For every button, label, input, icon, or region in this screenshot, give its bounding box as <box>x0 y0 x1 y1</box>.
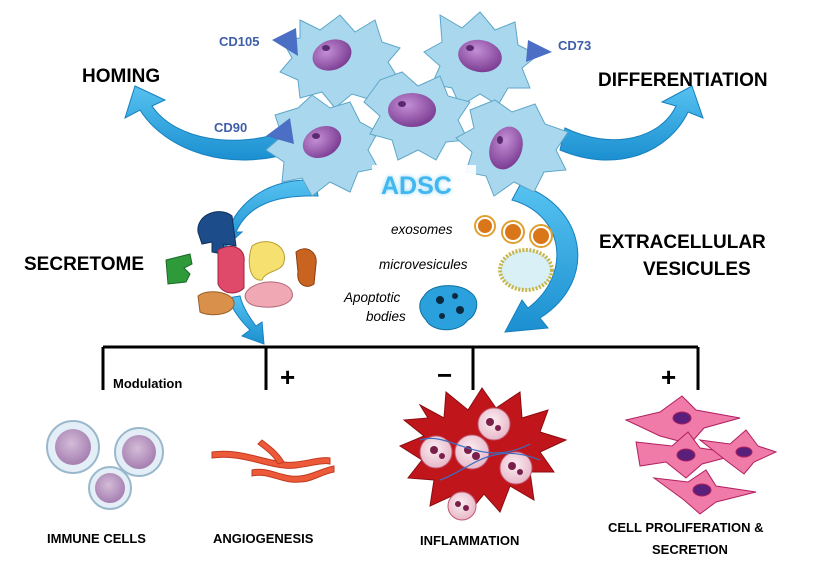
bodies-label: bodies <box>366 309 406 324</box>
differentiation-arrow <box>559 85 704 161</box>
apoptotic-body-icon <box>419 285 478 331</box>
proliferation-sign: + <box>661 362 677 392</box>
stem-cell-1 <box>279 14 401 109</box>
homing-arrow <box>124 85 301 161</box>
homing-label: HOMING <box>82 66 161 87</box>
stem-cell-3 <box>265 94 379 197</box>
exosomes-label: exosomes <box>391 222 453 237</box>
adsc-title: ADSC <box>381 172 452 200</box>
angiogenesis-label: ANGIOGENESIS <box>213 531 314 546</box>
stem-cell-5 <box>455 99 569 197</box>
stem-cell-4 <box>363 71 471 161</box>
secretome-proteins <box>165 211 317 316</box>
cd105-label: CD105 <box>219 34 260 49</box>
secretion-label: SECRETION <box>652 542 728 557</box>
stem-cell-2 <box>423 11 539 107</box>
inflammation-label: INFLAMMATION <box>420 533 520 548</box>
ev-arrow <box>504 184 579 333</box>
modulation-label: Modulation <box>113 376 183 391</box>
vesicules-label: VESICULES <box>643 259 751 280</box>
cd90-label: CD90 <box>214 120 248 135</box>
connector-lines <box>101 345 700 390</box>
stem-cell-cluster <box>265 11 569 205</box>
cd73-marker-icon <box>526 40 552 62</box>
angiogenesis-sign: + <box>280 362 296 392</box>
microvesicules-label: microvesicules <box>379 257 468 272</box>
inflammation-illustration <box>398 387 568 521</box>
proliferation-illustration <box>624 395 778 515</box>
secretome-label: SECRETOME <box>24 254 145 275</box>
cd105-marker-icon <box>272 28 298 56</box>
angiogenesis-illustration <box>211 439 335 483</box>
immune-cells-label: IMMUNE CELLS <box>47 531 146 546</box>
differentiation-label: DIFFERENTIATION <box>598 70 768 91</box>
extracellular-label: EXTRACELLULAR <box>599 232 766 253</box>
proliferation-label: CELL PROLIFERATION & <box>608 520 764 535</box>
exosome-icons <box>474 215 553 248</box>
cd73-label: CD73 <box>558 38 592 53</box>
cd90-marker-icon <box>266 118 294 144</box>
microvesicle-icon <box>498 248 554 292</box>
inflammation-sign: − <box>437 360 453 390</box>
apoptotic-label: Apoptotic <box>344 290 401 305</box>
immune-cells-illustration <box>46 420 164 510</box>
